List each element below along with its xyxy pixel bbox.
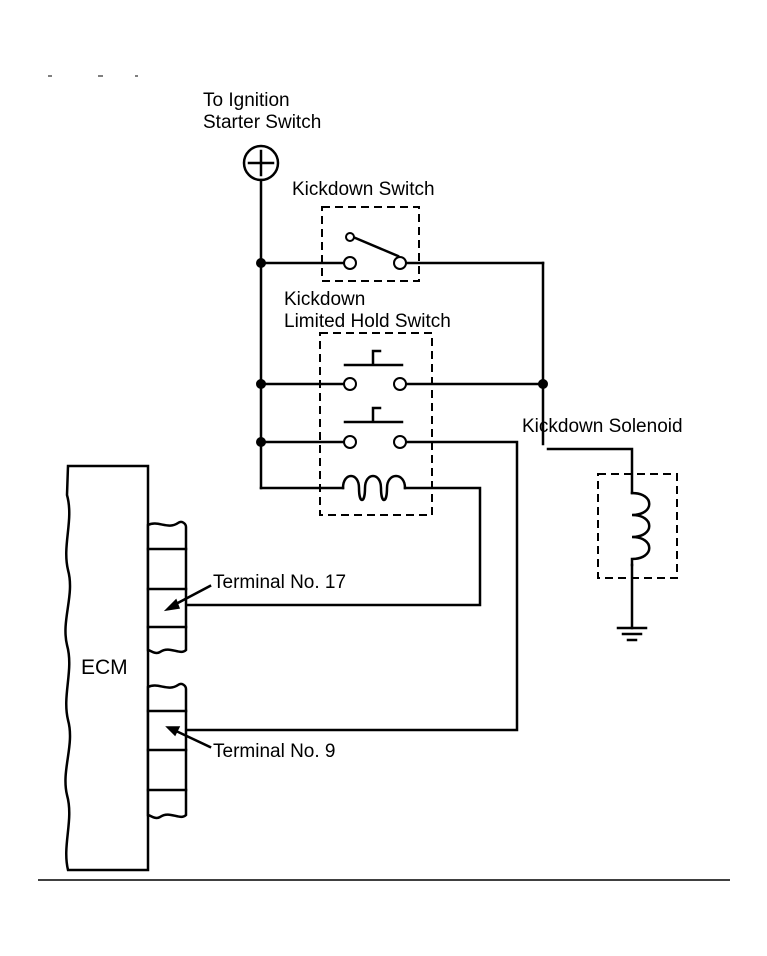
hold-switch-label-line2: Limited Hold Switch bbox=[284, 311, 451, 332]
main-bus-wire bbox=[259, 178, 345, 490]
hold-switch-box bbox=[319, 332, 433, 516]
terminal-9-arrow-icon bbox=[165, 726, 212, 749]
junction-nodes bbox=[256, 258, 548, 447]
kickdown-switch-box bbox=[321, 206, 420, 282]
plus-circle-icon bbox=[242, 144, 280, 182]
hold-switch-upper-contacts bbox=[259, 349, 545, 391]
ecm-module bbox=[64, 464, 150, 872]
kickdown-switch-label: Kickdown Switch bbox=[292, 179, 435, 200]
ecm-label: ECM bbox=[81, 656, 128, 679]
ignition-label-line2: Starter Switch bbox=[203, 112, 321, 133]
hold-switch-label-line1: Kickdown bbox=[284, 289, 365, 310]
solenoid-coil-icon bbox=[630, 491, 651, 567]
terminal-9-label: Terminal No. 9 bbox=[213, 741, 336, 762]
coil-icon bbox=[183, 474, 482, 607]
solenoid-box bbox=[597, 473, 678, 579]
solenoid-label: Kickdown Solenoid bbox=[522, 416, 683, 437]
terminal-17-arrow-icon bbox=[163, 584, 212, 612]
kickdown-switch-contacts bbox=[259, 232, 545, 385]
solenoid-wire bbox=[541, 382, 634, 630]
ground-icon bbox=[616, 626, 648, 642]
hold-switch-lower-contacts bbox=[183, 406, 519, 732]
ecm-connector-lower bbox=[146, 682, 188, 820]
ecm-connector-upper bbox=[146, 520, 188, 655]
terminal-17-label: Terminal No. 17 bbox=[213, 572, 346, 593]
ignition-label-line1: To Ignition bbox=[203, 90, 290, 111]
